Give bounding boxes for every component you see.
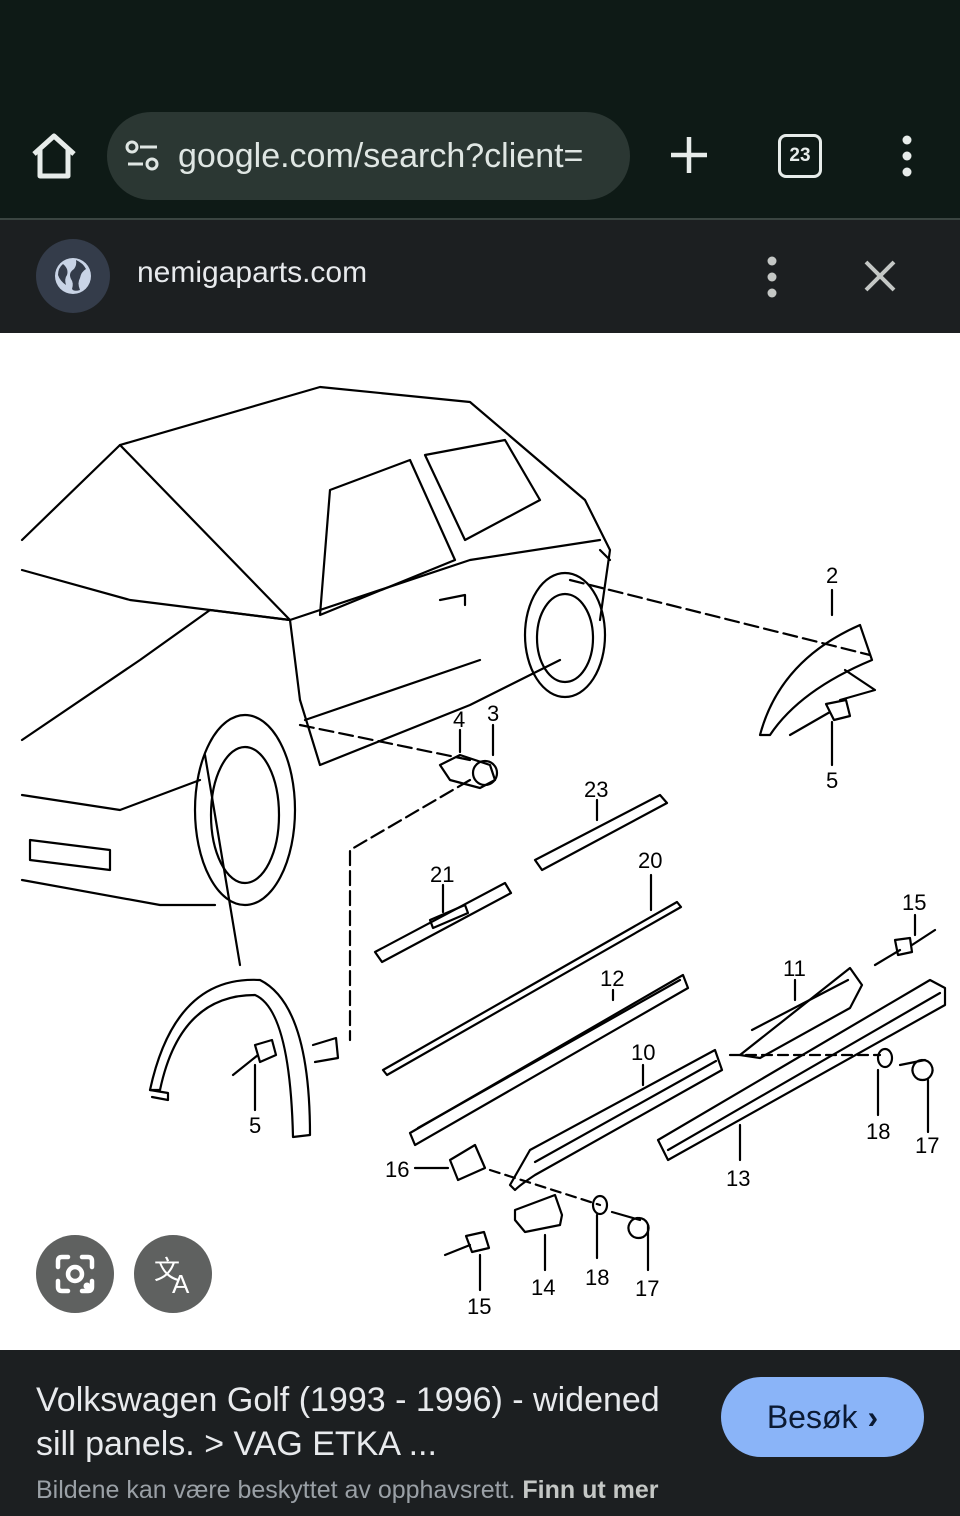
copyright-text: Bildene kan være beskyttet av opphavsret…	[36, 1476, 516, 1504]
parts-diagram: 2 3 4 5 23 20 21 12 15 11 10 16 13 18 17…	[20, 385, 947, 1319]
callout-20: 20	[638, 848, 662, 873]
google-lens-button[interactable]	[36, 1235, 114, 1313]
visit-button-label: Besøk	[766, 1399, 858, 1435]
callout-17-right: 17	[915, 1133, 939, 1158]
translate-button[interactable]: 文 A	[134, 1235, 212, 1313]
home-icon[interactable]	[28, 130, 80, 182]
site-more-icon[interactable]	[760, 255, 784, 299]
more-menu-icon[interactable]	[895, 134, 919, 178]
callout-labels: 2 3 4 5 23 20 21 12 15 11 10 16 13 18 17…	[249, 563, 939, 1319]
callout-14: 14	[531, 1275, 555, 1300]
url-text[interactable]: google.com/search?client=	[178, 137, 584, 175]
parts-diagram-image[interactable]: 2 3 4 5 23 20 21 12 15 11 10 16 13 18 17…	[0, 333, 960, 1350]
svg-text:文: 文	[154, 1255, 180, 1285]
chevron-right-icon: ›	[867, 1399, 879, 1435]
browser-toolbar: google.com/search?client= 23	[0, 0, 960, 218]
callout-11: 11	[783, 956, 806, 981]
callout-12: 12	[600, 966, 624, 991]
callout-5-rear: 5	[826, 768, 838, 793]
site-name[interactable]: nemigaparts.com	[137, 256, 368, 289]
callout-15-bottom: 15	[467, 1294, 491, 1319]
callout-3: 3	[487, 701, 499, 726]
learn-more-link[interactable]: Finn ut mer	[522, 1476, 659, 1504]
lens-icon	[55, 1254, 95, 1294]
result-title[interactable]: Volkswagen Golf (1993 - 1996) - widened …	[36, 1381, 660, 1463]
visit-button[interactable]: Besøk›	[721, 1377, 924, 1457]
callout-4: 4	[453, 707, 465, 732]
callout-18-right: 18	[866, 1119, 890, 1144]
callout-2: 2	[826, 563, 838, 588]
callout-17-bottom: 17	[635, 1276, 659, 1301]
copyright-notice: Bildene kan være beskyttet av opphavsret…	[36, 1476, 659, 1505]
callout-18-bottom: 18	[585, 1265, 609, 1290]
globe-icon	[36, 239, 110, 313]
callout-21: 21	[430, 862, 454, 887]
close-icon[interactable]	[860, 256, 900, 296]
source-site-bar: nemigaparts.com	[0, 220, 960, 333]
translate-icon: 文 A	[154, 1255, 190, 1299]
result-info-panel: Volkswagen Golf (1993 - 1996) - widened …	[0, 1350, 960, 1516]
callout-10: 10	[631, 1040, 655, 1065]
new-tab-icon[interactable]	[668, 134, 710, 176]
callout-16: 16	[385, 1157, 409, 1182]
callout-15-right: 15	[902, 890, 926, 915]
callout-23: 23	[584, 777, 608, 802]
svg-text:A: A	[172, 1269, 190, 1299]
tab-switcher-button[interactable]: 23	[778, 134, 822, 178]
site-settings-icon[interactable]	[125, 140, 161, 172]
toolbar-divider	[0, 218, 960, 220]
address-bar[interactable]: google.com/search?client=	[107, 112, 630, 200]
callout-5-front: 5	[249, 1113, 261, 1138]
callout-13: 13	[726, 1166, 750, 1191]
